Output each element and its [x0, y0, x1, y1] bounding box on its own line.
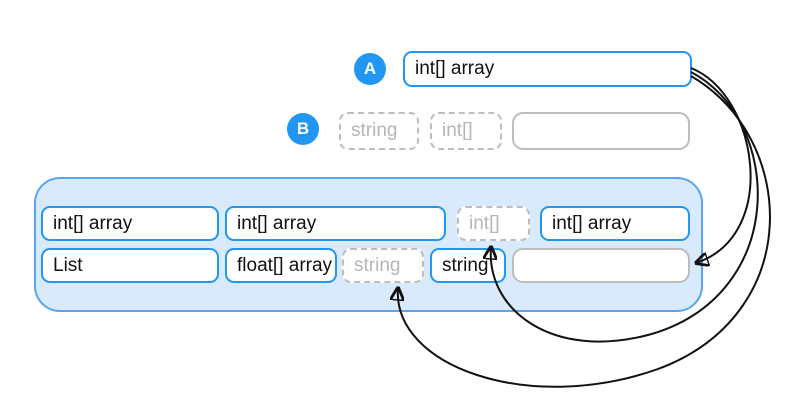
pool-row1-int-array-box-2: int[] array [225, 206, 446, 241]
badge-a-label: A [363, 59, 377, 78]
type-pool-container [34, 177, 703, 312]
pool-row2-float-array-box: float[] array [225, 248, 337, 283]
pool-row2-list-label: List [53, 254, 83, 276]
pool-row1-int-array-box-3: int[] array [540, 206, 690, 241]
row-b-dashed-int-label: int[] [442, 120, 473, 141]
badge-a: A [354, 53, 386, 85]
pool-row1-dashed-int-label: int[] [469, 212, 500, 234]
pool-row2-empty-box [512, 248, 690, 283]
row-b-dashed-string-label: string [351, 120, 398, 141]
row-b-dashed-int-box: int[] [430, 112, 502, 150]
pool-row1-dashed-int-box: int[] [457, 206, 530, 241]
pool-row2-dashed-string-label: string [354, 254, 401, 276]
row-a-box-int-array: int[] array [403, 51, 692, 87]
pool-row2-float-array-label: float[] array [237, 254, 333, 276]
badge-b-label: B [296, 119, 310, 138]
pool-row1-int-array-label-1: int[] array [53, 212, 133, 234]
pool-row2-string-label: string [442, 254, 489, 276]
pool-row1-int-array-label-2: int[] array [237, 212, 317, 234]
row-b-dashed-string-box: string [339, 112, 419, 150]
row-b-empty-box [512, 112, 690, 150]
pool-row2-dashed-string-box: string [342, 248, 424, 283]
pool-row1-int-array-box-1: int[] array [41, 206, 219, 241]
pool-row1-int-array-label-3: int[] array [552, 212, 632, 234]
pool-row2-string-box: string [430, 248, 506, 283]
pool-row2-list-box: List [41, 248, 219, 283]
row-a-box-int-array-label: int[] array [415, 58, 495, 79]
badge-b: B [287, 113, 319, 145]
